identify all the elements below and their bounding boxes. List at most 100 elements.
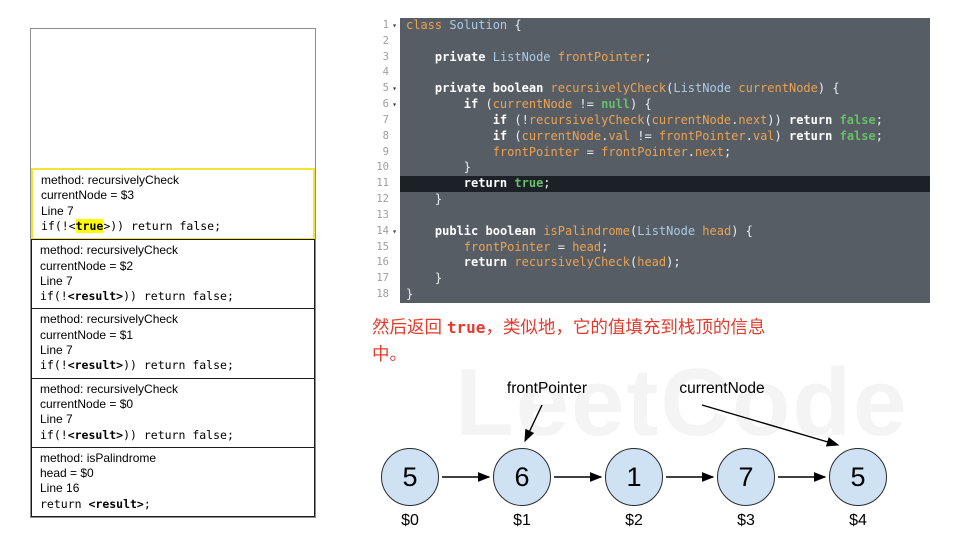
code-post: >)) return false; (103, 218, 222, 233)
caption: 然后返回 true，类似地，它的值填充到栈顶的信息 中。 (372, 314, 932, 367)
code-line[interactable]: private boolean recursivelyCheck(ListNod… (434, 81, 840, 96)
code-line[interactable]: if (currentNode != null) { (463, 97, 652, 112)
code-line[interactable] (400, 208, 930, 224)
code-line[interactable]: } (406, 192, 443, 207)
code-line[interactable]: } (406, 160, 472, 175)
gutter-line[interactable]: 18 (376, 288, 389, 301)
fold-arrow-icon[interactable]: ▾ (392, 100, 397, 110)
code-line[interactable] (400, 34, 930, 50)
caption-text: 中。 (372, 344, 407, 364)
gutter-line[interactable]: 6▾ (370, 97, 400, 113)
code-line[interactable]: public boolean isPalindrome(ListNode hea… (434, 223, 753, 238)
gutter-line[interactable]: 9 (382, 145, 389, 158)
frame-code: if(!<result>)) return false; (40, 358, 306, 373)
frame-code: if(!<result>)) return false; (40, 428, 306, 443)
stack-frame: method: recursivelyCheck currentNode = $… (31, 377, 315, 448)
code-pre: if(! (40, 427, 68, 442)
code-pre: if(! (40, 289, 68, 304)
caption-text: ，类似地，它的值填充到栈顶的信息 (485, 317, 766, 337)
code-line[interactable]: if (!recursivelyCheck(currentNode.next))… (492, 112, 883, 127)
frame-line: Line 16 (40, 481, 80, 496)
code-line[interactable]: } (406, 287, 414, 302)
frame-line: Line 7 (40, 412, 73, 427)
node-address-label: $1 (513, 512, 531, 529)
code-pre: return (40, 496, 89, 511)
gutter-line[interactable]: 4 (382, 66, 389, 79)
code-line[interactable]: class Solution { (406, 18, 522, 32)
code-lines[interactable]: class Solution { private ListNode frontP… (400, 18, 930, 303)
list-node: 1 (605, 448, 663, 506)
result-placeholder: <result> (67, 289, 124, 304)
stack-frame-bottom: method: isPalindrome head = $0 Line 16 r… (31, 446, 315, 517)
code-line[interactable]: if (currentNode.val != frontPointer.val)… (492, 128, 883, 143)
gutter-line[interactable]: 7 (382, 113, 389, 126)
node-address-label: $2 (625, 512, 643, 529)
gutter-line[interactable]: 13 (376, 208, 389, 221)
gutter-line[interactable]: 11 (376, 177, 389, 190)
frame-method: method: recursivelyCheck (40, 243, 179, 258)
caption-code: true (446, 318, 486, 337)
stack-frame-top: method: recursivelyCheck currentNode = $… (31, 168, 315, 241)
caption-text: 然后返回 (372, 317, 447, 337)
caption-line-1: 然后返回 true，类似地，它的值填充到栈顶的信息 (372, 314, 932, 341)
gutter-line[interactable]: 5▾ (370, 81, 400, 97)
code-post: ; (143, 496, 151, 511)
frame-method: method: recursivelyCheck (40, 381, 179, 396)
gutter-line[interactable]: 2 (382, 34, 389, 47)
frame-variable: currentNode = $3 (41, 188, 135, 203)
frame-code: if(!<result>)) return false; (40, 289, 306, 304)
frame-line: Line 7 (40, 343, 73, 358)
code-line[interactable] (400, 65, 930, 81)
frame-variable: currentNode = $1 (40, 327, 134, 342)
frame-method: method: isPalindrome (40, 450, 157, 465)
gutter-line[interactable]: 8 (382, 129, 389, 142)
gutter-line[interactable]: 10 (376, 161, 389, 174)
code-line[interactable]: private ListNode frontPointer; (434, 49, 652, 64)
code-pre: if(! (40, 358, 68, 373)
frame-code: if(!<true>)) return false; (41, 218, 305, 234)
gutter-line[interactable]: 17 (376, 272, 389, 285)
gutter-line[interactable]: 15 (376, 240, 389, 253)
editor-gutter: 1▾2 3 4 5▾6▾7 8 9 10 11 12 13 14▾15 16 17 18 (370, 18, 400, 303)
frame-line: Line 7 (41, 203, 74, 218)
call-stack: method: recursivelyCheck currentNode = $… (30, 28, 316, 518)
gutter-line[interactable]: 16 (376, 256, 389, 269)
fold-arrow-icon[interactable]: ▾ (392, 84, 397, 94)
result-placeholder: <result> (67, 358, 124, 373)
fold-arrow-icon[interactable]: ▾ (392, 226, 397, 236)
code-post: )) return false; (123, 289, 234, 304)
frontpointer-arrow (524, 404, 543, 443)
list-node: 6 (493, 448, 551, 506)
frame-variable: currentNode = $2 (40, 258, 134, 273)
code-post: )) return false; (123, 358, 234, 373)
frame-method: method: recursivelyCheck (40, 312, 179, 327)
list-node: 7 (717, 448, 775, 506)
frame-method: method: recursivelyCheck (41, 173, 180, 188)
code-line[interactable]: frontPointer = frontPointer.next; (492, 144, 732, 159)
currentnode-label: currentNode (679, 380, 765, 397)
code-editor: 1▾2 3 4 5▾6▾7 8 9 10 11 12 13 14▾15 16 17 18 class So… (370, 18, 930, 303)
code-line-highlighted[interactable]: return true; (400, 176, 930, 193)
currentnode-arrow (701, 404, 840, 447)
stack-frame: method: recursivelyCheck currentNode = $… (31, 308, 315, 379)
frame-line: Line 7 (40, 273, 73, 288)
gutter-line[interactable]: 12 (376, 193, 389, 206)
linked-list-diagram: frontPointer currentNode 5 6 1 7 5 $0 $1… (370, 378, 930, 546)
result-placeholder: <result> (67, 427, 124, 442)
gutter-line[interactable]: 3 (382, 50, 389, 63)
fold-arrow-icon[interactable]: ▾ (392, 21, 397, 30)
code-line[interactable]: return recursivelyCheck(head); (463, 255, 681, 270)
code-line[interactable]: } (406, 271, 443, 286)
frame-variable: head = $0 (40, 466, 94, 481)
frame-code: return <result>; (40, 497, 306, 512)
list-node: 5 (829, 448, 887, 506)
node-address-label: $4 (849, 512, 867, 529)
gutter-line[interactable]: 14▾ (370, 224, 400, 240)
gutter-line[interactable]: 1▾ (370, 18, 400, 34)
frontpointer-label: frontPointer (506, 380, 588, 397)
result-placeholder: <result> (88, 496, 144, 511)
list-node: 5 (381, 448, 439, 506)
code-pre: if(!< (41, 218, 76, 233)
code-line[interactable]: frontPointer = head; (463, 239, 609, 254)
